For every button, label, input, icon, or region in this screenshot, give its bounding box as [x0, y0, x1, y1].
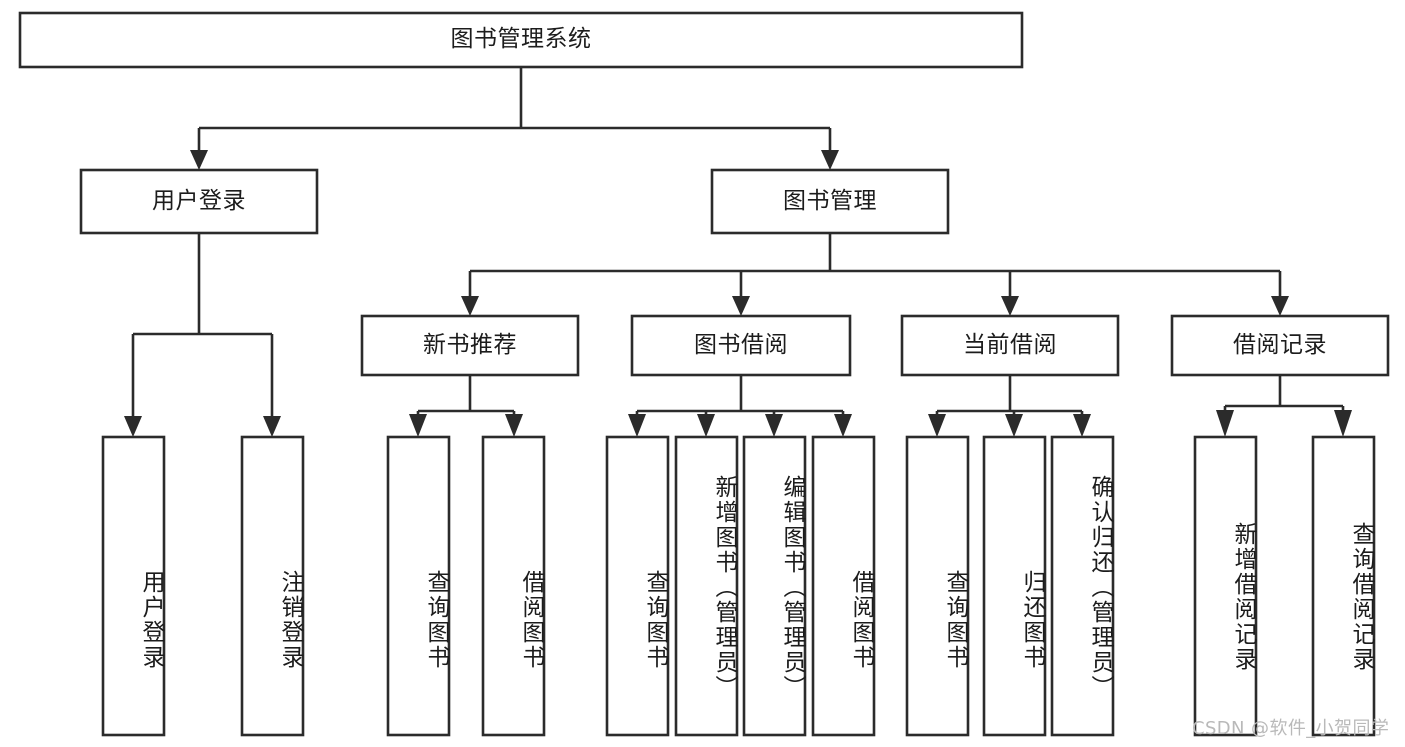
connector-newbook-to-leaves [409, 375, 523, 437]
node-leaf-query-book-1[interactable] [386, 435, 451, 737]
node-leaf-add-book[interactable] [674, 435, 739, 737]
node-leaf-borrow-book-1[interactable] [481, 435, 546, 737]
node-leaf-query-book-2[interactable] [605, 435, 670, 737]
node-leaf-user-logout[interactable] [240, 435, 305, 737]
node-leaf-borrow-book-2[interactable] [811, 435, 876, 737]
node-current-borrow[interactable] [900, 314, 1120, 377]
connector-bookborrow-to-leaves [628, 375, 852, 437]
node-borrow-record[interactable] [1170, 314, 1390, 377]
connector-userlogin-to-leaves [124, 233, 281, 437]
node-leaf-query-record[interactable] [1311, 435, 1376, 737]
node-leaf-edit-book[interactable] [742, 435, 807, 737]
node-book-borrow[interactable] [630, 314, 852, 377]
node-leaf-confirm-return[interactable] [1050, 435, 1115, 737]
node-user-login[interactable] [79, 168, 319, 235]
connector-borrowrecord-to-leaves [1216, 375, 1352, 437]
connector-currentborrow-to-leaves [928, 375, 1091, 437]
node-leaf-user-login[interactable] [101, 435, 166, 737]
connector-bookmanage-to-level3 [461, 233, 1289, 316]
node-new-book-recommend[interactable] [360, 314, 580, 377]
node-leaf-return-book[interactable] [982, 435, 1047, 737]
node-root[interactable] [18, 11, 1024, 69]
connector-root-to-level2 [190, 67, 839, 170]
node-leaf-query-book-3[interactable] [905, 435, 970, 737]
node-leaf-add-record[interactable] [1193, 435, 1258, 737]
node-book-manage[interactable] [710, 168, 950, 235]
